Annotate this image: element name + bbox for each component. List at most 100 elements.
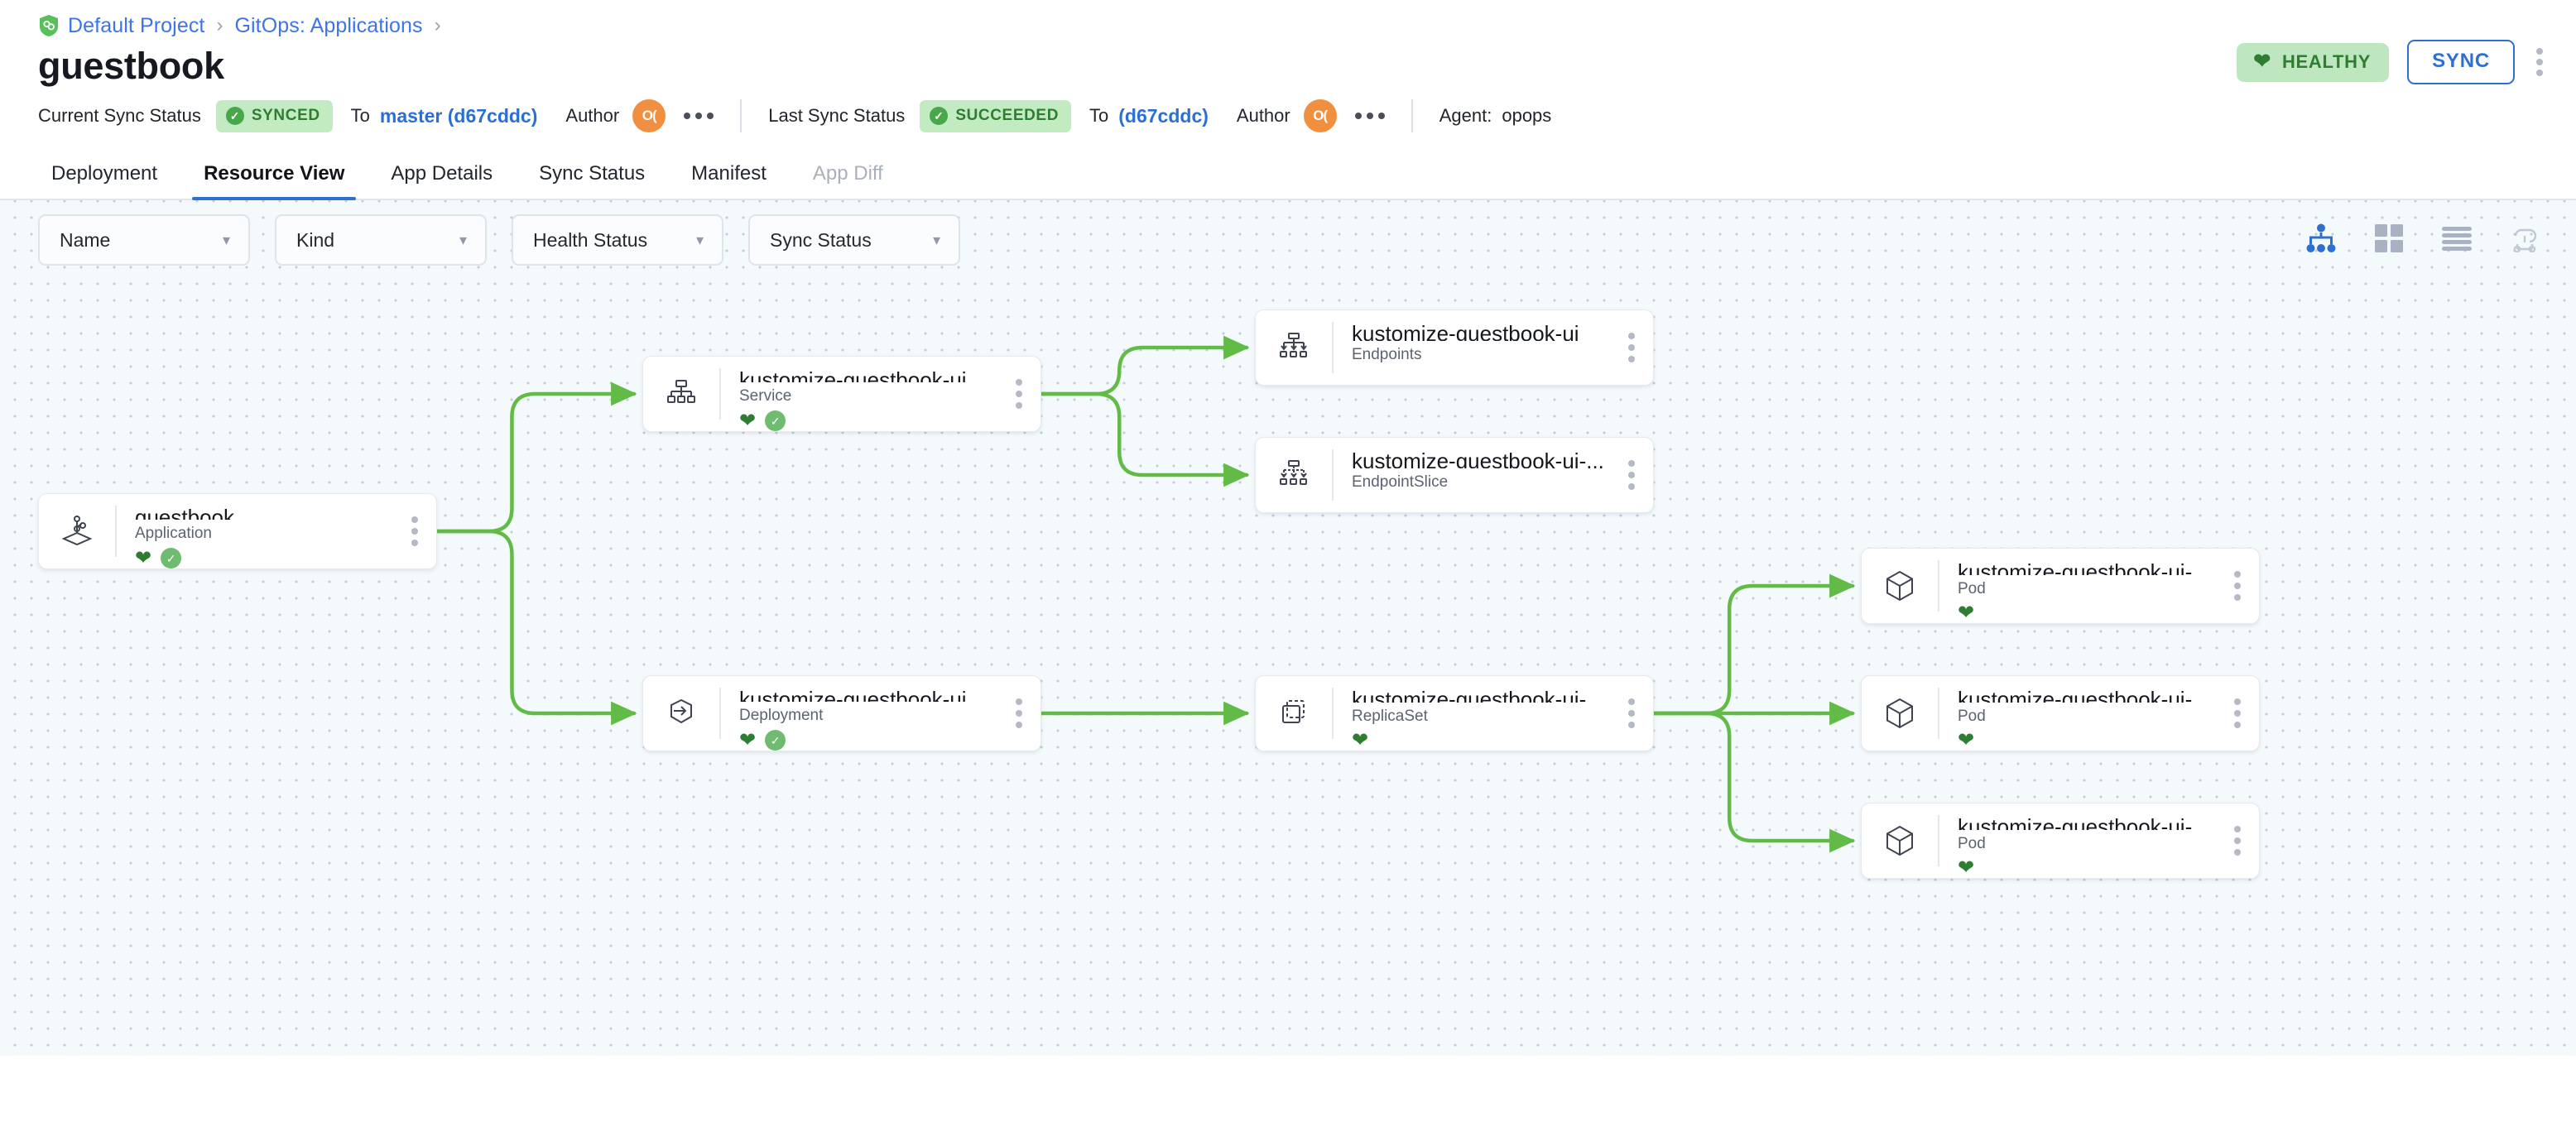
page-title: guestbook (38, 45, 224, 87)
heart-icon: ❤ (135, 546, 152, 569)
pod-icon (1862, 676, 1938, 751)
graph-node-pod3[interactable]: kustomize-guestbook-ui-...Pod❤ (1861, 803, 2260, 879)
replicaset-icon (1256, 676, 1332, 751)
service-icon (643, 357, 719, 431)
node-status-icons: ❤ (1352, 731, 1610, 751)
avatar-2[interactable]: O( (1303, 99, 1337, 132)
node-status-icons: ❤✓ (739, 410, 997, 431)
heart-icon: ❤ (1352, 729, 1369, 751)
tab-resource-view[interactable]: Resource View (180, 162, 368, 200)
last-sync-status-badge-label: SUCCEEDED (955, 106, 1060, 124)
tree-view-icon[interactable] (2304, 222, 2338, 255)
divider (740, 99, 743, 132)
kebab-horizontal-icon-2[interactable] (1354, 113, 1385, 119)
breadcrumb-separator-icon-2: › (434, 14, 441, 36)
node-menu-kebab-icon[interactable] (2216, 804, 2259, 878)
node-status-icons: ❤✓ (739, 730, 997, 751)
filter-label: Kind (296, 228, 335, 251)
tab-bar: Deployment Resource View App Details Sync S… (0, 144, 2576, 200)
breadcrumb-link-default-project[interactable]: Default Project (68, 13, 205, 37)
graph-node-replicaset[interactable]: kustomize-guestbook-ui-...ReplicaSet❤ (1255, 675, 1654, 751)
filter-kind[interactable]: Kind ▾ (275, 214, 487, 266)
tab-deployment[interactable]: Deployment (51, 162, 158, 185)
graph-node-endpointslice[interactable]: kustomize-guestbook-ui-...EndpointSlice (1255, 437, 1654, 513)
graph-node-pod2[interactable]: kustomize-guestbook-ui-...Pod❤ (1861, 675, 2260, 751)
node-menu-kebab-icon[interactable] (1610, 310, 1653, 385)
heart-icon: ❤ (1958, 856, 1975, 879)
node-name: kustomize-guestbook-ui (739, 688, 967, 703)
divider-2 (1411, 99, 1413, 132)
avatar[interactable]: O( (632, 99, 666, 132)
current-sync-status-badge: ✓ SYNCED (215, 99, 333, 132)
status-strip: Current Sync Status ✓ SYNCED To master (… (0, 88, 2576, 144)
node-kind: Pod (1958, 835, 1986, 853)
filter-sync-status[interactable]: Sync Status▾ (748, 214, 960, 266)
current-to-label: To (350, 105, 370, 126)
kebab-horizontal-icon[interactable] (684, 113, 714, 119)
network-view-icon[interactable] (2508, 222, 2541, 255)
view-toggle-group (2304, 222, 2541, 255)
node-divider (1938, 815, 1939, 866)
node-menu-kebab-icon[interactable] (1610, 676, 1653, 751)
resource-graph-canvas[interactable]: Name▾ Kind ▾ Health Status▾ Sync Status▾ (0, 200, 2576, 1056)
node-menu-kebab-icon[interactable] (997, 676, 1040, 751)
node-body: kustomize-guestbook-ui-...Pod❤ (1939, 549, 2216, 623)
kebab-vertical-icon[interactable] (2533, 43, 2546, 81)
breadcrumb: Default Project › GitOps: Applications › (38, 0, 2538, 37)
graph-node-pod1[interactable]: kustomize-guestbook-ui-...Pod❤ (1861, 548, 2260, 624)
node-menu-kebab-icon[interactable] (1610, 438, 1653, 512)
node-status-icons (1352, 496, 1610, 512)
breadcrumb-link-gitops-applications[interactable]: GitOps: Applications (234, 13, 423, 37)
chevron-down-icon: ▾ (459, 231, 467, 248)
node-name: kustomize-guestbook-ui-... (1958, 688, 2210, 703)
node-menu-kebab-icon[interactable] (2216, 549, 2259, 623)
list-view-icon[interactable] (2440, 222, 2473, 255)
node-menu-kebab-icon[interactable] (393, 494, 436, 568)
status-badge-health: ❤ HEALTHY (2237, 42, 2390, 82)
current-revision-link[interactable]: master (d67cddc) (379, 104, 538, 127)
header-actions: ❤ HEALTHY SYNC (2237, 40, 2546, 84)
node-name: kustomize-guestbook-ui-... (1958, 560, 2210, 576)
node-status-icons: ❤ (1958, 858, 2216, 878)
node-kind: Application (135, 525, 212, 543)
heart-icon: ❤ (739, 728, 757, 751)
sync-button[interactable]: SYNC (2407, 40, 2515, 84)
node-divider (115, 506, 117, 557)
check-circle-icon-2: ✓ (930, 106, 949, 125)
agent-label: Agent: (1439, 105, 1492, 126)
filter-health-status[interactable]: Health Status▾ (512, 214, 723, 266)
check-circle-icon: ✓ (161, 548, 182, 568)
last-author-label: Author (1236, 105, 1290, 126)
node-divider (1332, 322, 1334, 373)
node-body: kustomize-guestbook-ui-...EndpointSlice (1334, 438, 1610, 512)
node-kind: Service (739, 387, 792, 405)
node-body: kustomize-guestbook-ui-...Pod❤ (1939, 804, 2216, 878)
last-sync-status-label: Last Sync Status (768, 105, 906, 126)
tab-manifest[interactable]: Manifest (691, 162, 767, 185)
tab-sync-status[interactable]: Sync Status (539, 162, 646, 185)
heart-icon: ❤ (739, 409, 757, 432)
node-divider (719, 688, 721, 739)
last-revision-link[interactable]: (d67cddc) (1118, 104, 1209, 127)
deployment-icon (643, 676, 719, 751)
node-status-icons: ❤ (1958, 603, 2216, 623)
grid-view-icon[interactable] (2372, 222, 2405, 255)
node-divider (1938, 688, 1939, 739)
heart-icon: ❤ (1958, 729, 1975, 751)
heart-icon: ❤ (2253, 50, 2271, 73)
node-menu-kebab-icon[interactable] (997, 357, 1040, 431)
filter-label: Name (60, 228, 111, 251)
check-circle-icon: ✓ (225, 106, 244, 125)
check-circle-icon: ✓ (765, 410, 786, 431)
node-menu-kebab-icon[interactable] (2216, 676, 2259, 751)
heart-icon: ❤ (1958, 602, 1975, 624)
filter-name[interactable]: Name▾ (38, 214, 250, 266)
tab-app-details[interactable]: App Details (391, 162, 493, 185)
